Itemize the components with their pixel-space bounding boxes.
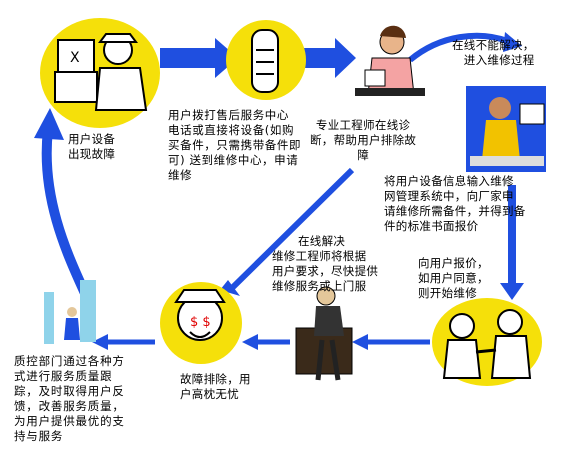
label-qc: 质控部门通过各种方 式进行服务质量跟 踪，及时取得用户反 馈，改善服务质量， 为… — [14, 354, 125, 443]
label-engineer: 专业工程师在线诊 断，帮助用户排除故 障 — [310, 118, 417, 162]
building-icon — [44, 280, 96, 344]
label-fault: 用户设备 出现故障 — [68, 132, 116, 161]
arrow-engineer-to-technician — [408, 32, 512, 63]
computer-user-icon: X — [54, 33, 148, 111]
svg-text:$ $: $ $ — [190, 315, 211, 330]
technician-at-computer-icon — [466, 86, 546, 172]
phone-operator-icon — [355, 25, 425, 96]
svg-text:X: X — [70, 50, 80, 66]
label-resolved: 故障排除，用 户高枕无忧 — [180, 372, 251, 401]
handshake-icon — [442, 309, 532, 379]
label-call: 用户拨打售后服务中心 电话或直接将设备(如购 买备件，只需携带备件即 可) 送到… — [168, 108, 302, 182]
arrow-call-to-engineer — [300, 38, 356, 78]
label-input: 将用户设备信息输入维修 网管理系统中，向厂家申 请维修所需备件，并得到备 件的标… — [384, 174, 526, 233]
label-repair-engineer: 维修工程师将根据 用户要求，尽快提供 维修服务或上门服 — [272, 249, 379, 293]
arrow-technician-to-quote — [508, 185, 516, 285]
label-cannot-solve: 在线不能解决， 进入维修过程 — [452, 38, 535, 67]
label-quote: 向用户报价， 如用户同意， 则开始维修 — [418, 256, 489, 300]
label-online-solve: 在线解决 — [298, 234, 346, 248]
telephone-icon — [251, 29, 279, 93]
happy-user-icon: $ $ — [174, 289, 226, 341]
repair-technician-icon — [295, 286, 353, 381]
arrow-fault-to-call — [160, 38, 238, 78]
arrow-engineer-to-repair — [227, 167, 355, 293]
